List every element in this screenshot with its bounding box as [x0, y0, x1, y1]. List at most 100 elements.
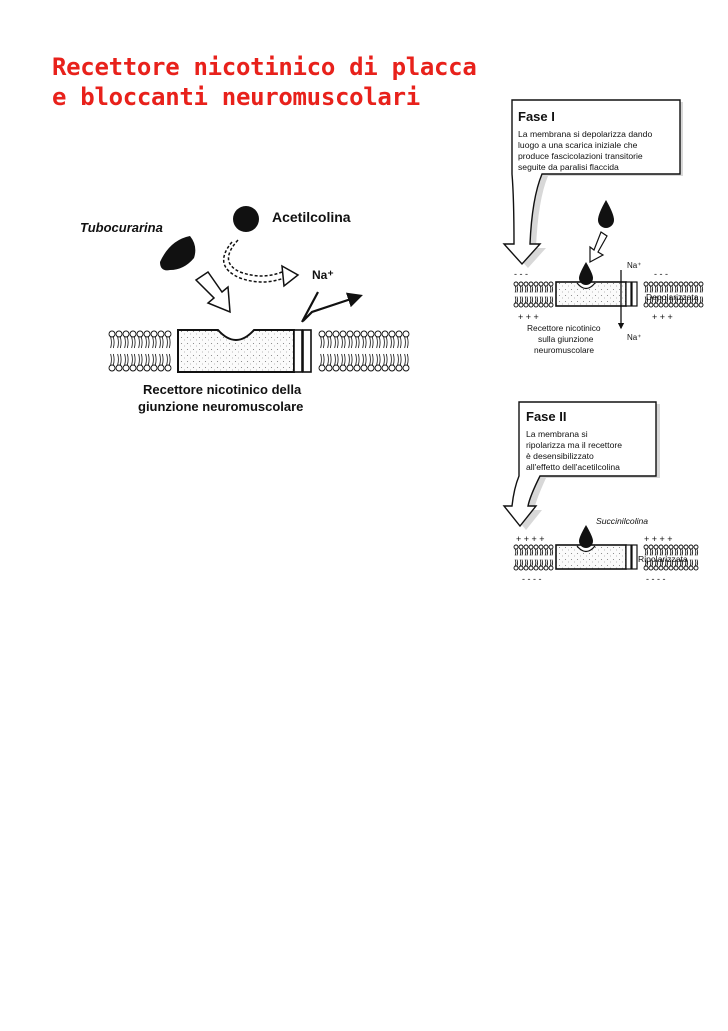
lipid-tail: [694, 559, 697, 567]
lipid-head: [388, 364, 396, 372]
lipid-tail: [524, 559, 527, 567]
lipid-tail: [327, 353, 329, 366]
lipid-tail: [521, 285, 524, 293]
phase1-text-line-1: La membrana si depolarizza dando: [518, 129, 652, 139]
lipid-tail: [544, 559, 547, 567]
lipid-head: [538, 565, 544, 571]
sodium-arrow: [301, 292, 360, 323]
lipid-head: [513, 302, 519, 308]
phase1-receptor-line-1: Recettore nicotinico: [527, 323, 601, 333]
lipid-tail: [551, 559, 554, 567]
lipid-tail: [649, 296, 652, 304]
lipid-tail: [168, 353, 171, 366]
lipid-tail: [654, 548, 657, 556]
lipid-tail: [661, 285, 664, 293]
phase1-text-line-3: produce fascicolazioni transitorie: [518, 151, 643, 161]
lipid-head: [658, 565, 664, 571]
lipid-head: [543, 302, 549, 308]
lipid-tail: [551, 548, 554, 556]
lipid-tail: [399, 336, 402, 349]
lipid-tail: [684, 296, 687, 304]
lipid-tail: [385, 353, 388, 366]
lipid-head: [663, 544, 669, 550]
lipid-head: [533, 565, 539, 571]
lipid-tail: [654, 559, 657, 567]
lipid-tail: [651, 559, 654, 567]
lipid-head: [332, 330, 340, 338]
lipid-tail: [376, 353, 378, 366]
lipid-head: [367, 330, 375, 338]
phase1-charge-right-bottom: + + +: [652, 312, 673, 322]
lipid-tail: [383, 353, 385, 366]
lipid-tail: [397, 353, 399, 366]
lipid-head: [688, 302, 694, 308]
lipid-head: [164, 330, 172, 338]
lipid-head: [367, 364, 375, 372]
lipid-tail: [664, 548, 667, 556]
lipid-tail: [322, 336, 325, 349]
lipid-head: [663, 302, 669, 308]
lipid-tail: [343, 336, 346, 349]
lipid-head: [648, 302, 654, 308]
lipid-tail: [110, 336, 112, 349]
lipid-head: [157, 364, 165, 372]
lipid-tail: [406, 353, 409, 366]
lipid-tail: [519, 296, 522, 304]
lipid-tail: [531, 559, 534, 567]
lipid-head: [115, 330, 123, 338]
lipid-tail: [392, 336, 395, 349]
lipid-head: [673, 565, 679, 571]
lipid-head: [693, 281, 699, 287]
lipid-tail: [681, 285, 684, 293]
lipid-tail: [531, 296, 534, 304]
lipid-head: [129, 330, 137, 338]
lipid-head: [668, 281, 674, 287]
phase1-drop-molecule: [598, 200, 614, 228]
lipid-head: [648, 281, 654, 287]
lipid-tail: [117, 336, 119, 349]
lipid-head: [325, 330, 333, 338]
lipid-head: [678, 565, 684, 571]
lipid-tail: [404, 353, 406, 366]
lipid-tail: [691, 285, 694, 293]
lipid-head: [538, 281, 544, 287]
lipid-tail: [539, 559, 542, 567]
lipid-tail: [686, 285, 689, 293]
lipid-tail: [514, 285, 517, 293]
lipid-tail: [364, 353, 367, 366]
lipid-tail: [161, 353, 164, 366]
lipid-head: [643, 544, 649, 550]
phase2-drug-label: Succinilcolina: [596, 516, 648, 526]
lipid-tail: [516, 296, 519, 304]
lipid-head: [533, 302, 539, 308]
lipid-tail: [681, 559, 684, 567]
lipid-tail: [541, 285, 544, 293]
phase2-state-label: Ripolarizzata: [638, 554, 688, 564]
lipid-tail: [362, 336, 364, 349]
lipid-tail: [348, 353, 350, 366]
lipid-tail: [691, 296, 694, 304]
lipid-head: [346, 364, 354, 372]
lipid-tail: [694, 285, 697, 293]
lipid-head: [648, 565, 654, 571]
lipid-head: [673, 281, 679, 287]
lipid-tail: [531, 285, 534, 293]
lipid-tail: [145, 336, 147, 349]
lipid-tail: [659, 285, 662, 293]
lipid-head: [122, 330, 130, 338]
lipid-tail: [536, 296, 539, 304]
lipid-head: [653, 302, 659, 308]
lipid-tail: [666, 559, 669, 567]
lipid-tail: [526, 296, 529, 304]
lipid-tail: [519, 559, 522, 567]
lipid-tail: [531, 548, 534, 556]
lipid-head: [143, 330, 151, 338]
lipid-head: [129, 364, 137, 372]
lipid-tail: [646, 285, 649, 293]
lipid-tail: [646, 559, 649, 567]
lipid-head: [658, 544, 664, 550]
lipid-head: [643, 565, 649, 571]
lipid-tail: [154, 353, 157, 366]
lipid-head: [381, 364, 389, 372]
lipid-tail: [536, 548, 539, 556]
